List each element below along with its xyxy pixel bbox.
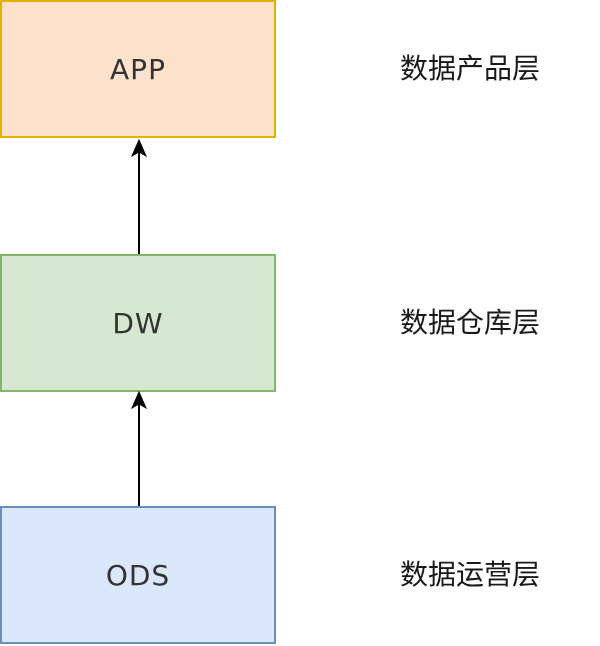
app-layer-label: 数据产品层 (400, 52, 541, 85)
dw-layer-box: DW (0, 254, 276, 392)
dw-box-label: DW (112, 306, 164, 340)
arrow-ods-to-dw (130, 390, 148, 506)
ods-box-label: ODS (105, 558, 171, 592)
app-box-label: APP (110, 52, 166, 86)
ods-layer-label: 数据运营层 (400, 558, 541, 591)
dw-layer-label: 数据仓库层 (400, 306, 541, 339)
app-layer-box: APP (0, 0, 276, 138)
arrow-dw-to-app (130, 138, 148, 254)
ods-layer-box: ODS (0, 506, 276, 644)
